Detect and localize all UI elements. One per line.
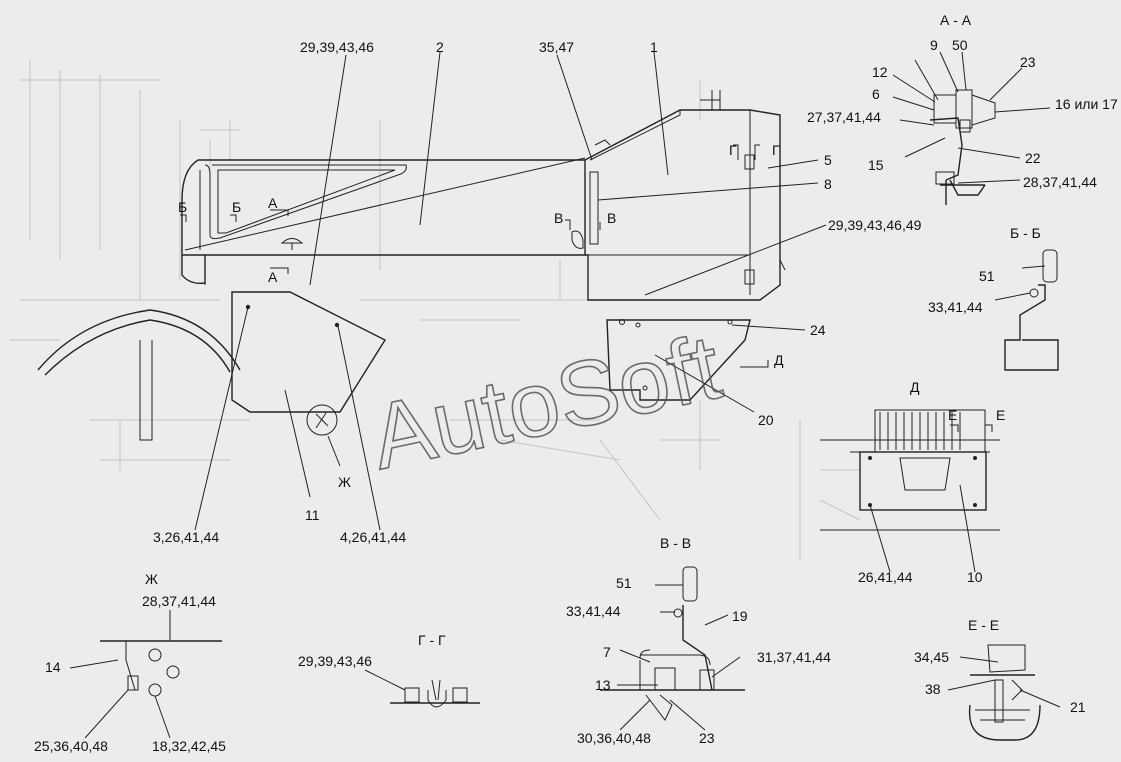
callout-aa-5: 6	[872, 86, 880, 102]
mark-g-right: Г	[772, 142, 780, 158]
detail-label-zh: Ж	[338, 474, 351, 490]
mark-e-right: Е	[996, 407, 1005, 423]
callout-aa-4: 12	[872, 64, 888, 80]
mark-a-top: А	[268, 195, 278, 211]
bracket-8	[589, 171, 599, 245]
callout-main-2: 2	[436, 39, 444, 55]
mark-g-left: Г	[729, 142, 737, 158]
callout-zh-4: 18,32,42,45	[152, 738, 226, 754]
callout-vv-6: 13	[595, 677, 611, 693]
section-bb: Б - Б 51 33,41,44	[928, 225, 1059, 371]
detail-zh: Ж 28,37,41,44 14 25,36,40,48 18,32,42,45	[34, 571, 226, 754]
callout-bb-2: 33,41,44	[928, 299, 983, 315]
callout-aa-3: 23	[1020, 54, 1036, 70]
callout-bb-1: 51	[979, 268, 995, 284]
callout-aa-1: 9	[930, 37, 938, 53]
detail-circle-zh	[306, 404, 338, 436]
callout-main-9: 20	[758, 412, 774, 428]
callout-aa-6: 16 или 17	[1055, 96, 1118, 112]
panel-11	[231, 291, 386, 413]
section-vv: В - В 51 33,41,44 19 7 31,37,41,44 13 30…	[566, 535, 831, 746]
callout-main-3: 35,47	[539, 39, 574, 55]
callout-main-11: 3,26,41,44	[153, 529, 219, 545]
mark-e-left: Е	[948, 407, 957, 423]
callout-ee-2: 38	[925, 681, 941, 697]
callout-vv-3: 19	[732, 608, 748, 624]
callout-d-2: 10	[967, 569, 983, 585]
callout-aa-10: 28,37,41,44	[1023, 174, 1097, 190]
section-ee: Е - Е 34,45 38 21	[914, 617, 1086, 741]
section-aa: А - А 9 50 23 12 6 16 или 17 27,37,41,44…	[807, 12, 1118, 205]
callout-aa-7: 27,37,41,44	[807, 109, 881, 125]
callout-main-7: 29,39,43,46,49	[828, 217, 922, 233]
view-d-title: Д	[910, 379, 920, 395]
housing-2	[181, 159, 586, 285]
leader-lines	[194, 51, 827, 531]
watermark-text: AutoSoft	[363, 316, 729, 489]
callout-ee-3: 21	[1070, 699, 1086, 715]
callout-main-5: 5	[824, 152, 832, 168]
section-gg: Г - Г 29,39,43,46	[298, 632, 480, 708]
section-aa-title: А - А	[940, 12, 972, 28]
main-callouts: 29,39,43,46 2 35,47 1 5 8 29,39,43,46,49…	[153, 39, 922, 545]
panel-20	[606, 319, 751, 401]
callout-main-4: 1	[650, 39, 658, 55]
callout-vv-5: 31,37,41,44	[757, 649, 831, 665]
callout-main-10: 11	[305, 507, 320, 523]
main-view: 29,39,43,46 2 35,47 1 5 8 29,39,43,46,49…	[37, 39, 922, 545]
callout-main-6: 8	[824, 176, 832, 192]
callout-zh-1: 28,37,41,44	[142, 593, 216, 609]
mark-d: Д	[774, 352, 784, 368]
section-marks	[180, 144, 769, 368]
section-vv-title: В - В	[660, 535, 691, 551]
wheel-arch	[37, 309, 241, 376]
detail-zh-title: Ж	[145, 571, 158, 587]
view-d: Д Е Е 26,41,44 10	[820, 379, 1005, 585]
mark-v-left: В	[554, 210, 563, 226]
mark-v-right: В	[607, 210, 616, 226]
main-section-letters: Б Б А А В В Г Г Д Ж	[178, 142, 784, 490]
callout-vv-8: 23	[699, 730, 715, 746]
callout-ee-1: 34,45	[914, 649, 949, 665]
callout-aa-8: 15	[868, 157, 884, 173]
callout-zh-3: 25,36,40,48	[34, 738, 108, 754]
knob	[280, 238, 304, 250]
callout-gg-1: 29,39,43,46	[298, 653, 372, 669]
callout-vv-1: 51	[616, 575, 632, 591]
mark-a-bottom: А	[268, 269, 278, 285]
housing-1	[584, 109, 781, 301]
section-gg-title: Г - Г	[418, 632, 446, 648]
callout-aa-9: 22	[1025, 150, 1041, 166]
callout-main-12: 4,26,41,44	[340, 529, 406, 545]
background-ghost-lines	[10, 60, 861, 560]
section-bb-title: Б - Б	[1010, 225, 1041, 241]
mark-b-right: Б	[232, 199, 241, 215]
callout-vv-2: 33,41,44	[566, 603, 621, 619]
callout-main-8: 24	[810, 322, 826, 338]
callout-vv-7: 30,36,40,48	[577, 730, 651, 746]
callout-d-1: 26,41,44	[858, 569, 913, 585]
callout-vv-4: 7	[603, 644, 611, 660]
callout-aa-2: 50	[952, 37, 968, 53]
callout-zh-2: 14	[45, 659, 61, 675]
callout-main-1: 29,39,43,46	[300, 39, 374, 55]
mark-b-left: Б	[178, 199, 187, 215]
section-ee-title: Е - Е	[968, 617, 999, 633]
